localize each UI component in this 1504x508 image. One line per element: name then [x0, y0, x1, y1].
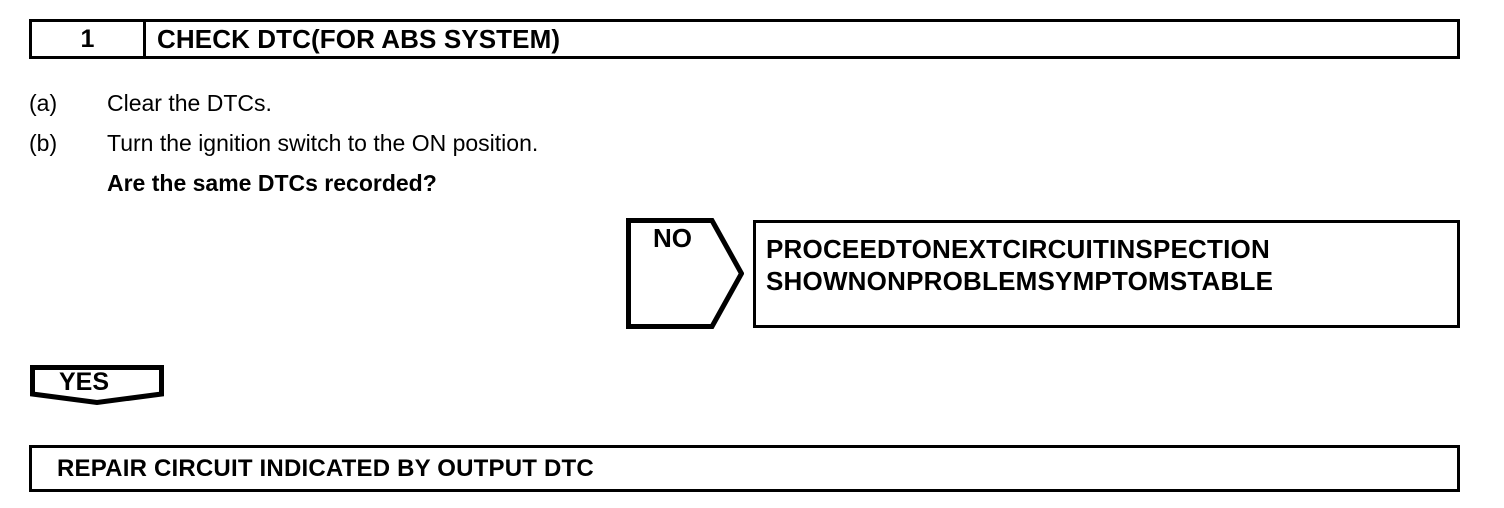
- step-a-label: (a): [29, 90, 58, 116]
- no-pentagon-shape: [626, 218, 744, 329]
- branch-tag-no-label: NO: [653, 223, 692, 253]
- proceed-word: INSPECTION: [1109, 234, 1270, 264]
- proceed-word: PROCEED: [766, 234, 896, 264]
- proceed-line-2: SHOWNONPROBLEMSYMPTOMSTABLE: [766, 265, 1448, 297]
- procedure-step-a: (a) Clear the DTCs.: [29, 92, 929, 132]
- branch-tag-yes-label: YES: [59, 368, 110, 396]
- step-title: CHECK DTC(FOR ABS SYSTEM): [157, 24, 561, 54]
- procedure-step-b: (b) Turn the ignition switch to the ON p…: [29, 132, 929, 172]
- step-a-text: Clear the DTCs.: [107, 90, 272, 116]
- step-b-text: Turn the ignition switch to the ON posit…: [107, 130, 539, 156]
- repair-text: REPAIR CIRCUIT INDICATED BY OUTPUT DTC: [57, 454, 594, 482]
- procedure-steps: (a) Clear the DTCs. (b) Turn the ignitio…: [29, 92, 929, 206]
- proceed-word: SYMPTOMS: [1037, 266, 1188, 296]
- branch-tag-yes: YES: [30, 365, 164, 405]
- proceed-word: CIRCUIT: [1002, 234, 1110, 264]
- proceed-word: PROBLEM: [906, 266, 1038, 296]
- procedure-question: Are the same DTCs recorded?: [107, 170, 437, 196]
- proceed-word: NEXT: [932, 234, 1003, 264]
- step-number: 1: [80, 24, 95, 53]
- result-box-repair: REPAIR CIRCUIT INDICATED BY OUTPUT DTC: [29, 445, 1460, 492]
- step-b-label: (b): [29, 130, 58, 156]
- proceed-line-1: PROCEEDTONEXTCIRCUITINSPECTION: [766, 233, 1448, 265]
- step-title-cell: CHECK DTC(FOR ABS SYSTEM): [146, 22, 1457, 56]
- yes-banner-shape: [30, 365, 164, 405]
- branch-tag-no: NO: [626, 218, 744, 329]
- step-header-bar: 1 CHECK DTC(FOR ABS SYSTEM): [29, 19, 1460, 59]
- proceed-word: ON: [866, 266, 907, 296]
- proceed-word: TABLE: [1187, 266, 1274, 296]
- proceed-line-1-words: PROCEEDTONEXTCIRCUITINSPECTION: [766, 233, 1448, 265]
- step-number-cell: 1: [32, 22, 146, 56]
- proceed-word: TO: [895, 234, 933, 264]
- proceed-word: SHOWN: [766, 266, 867, 296]
- proceed-line-2-words: SHOWNONPROBLEMSYMPTOMSTABLE: [766, 265, 1448, 297]
- result-box-proceed: PROCEEDTONEXTCIRCUITINSPECTION SHOWNONPR…: [753, 220, 1460, 328]
